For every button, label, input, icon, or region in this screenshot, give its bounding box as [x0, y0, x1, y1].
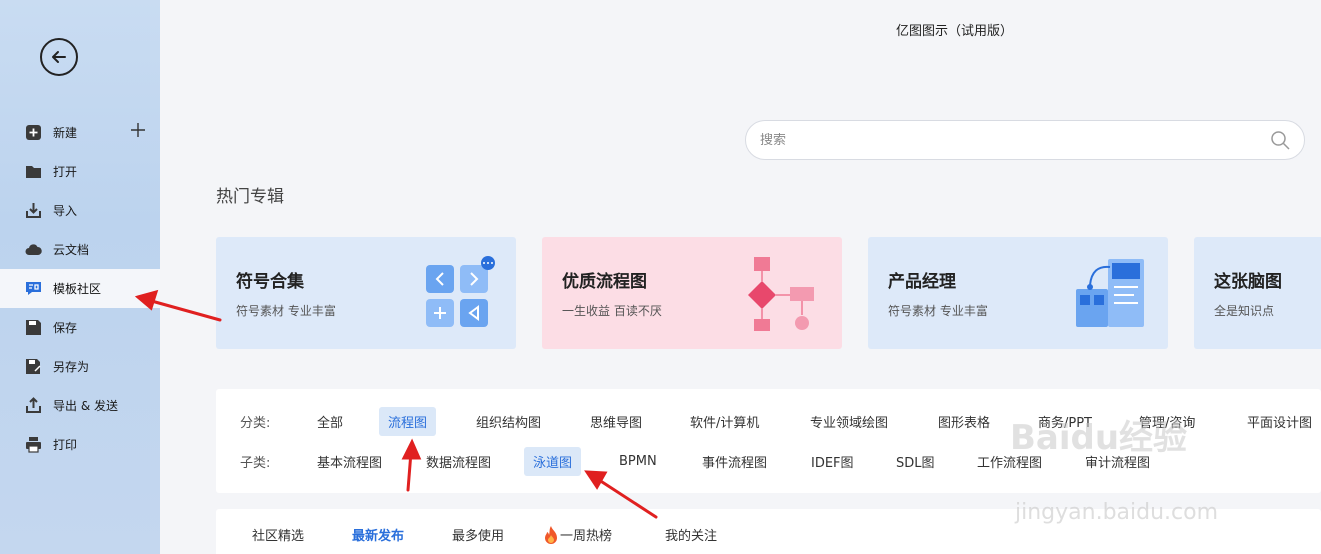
subcategory-label: 子类:: [240, 455, 271, 471]
search-box[interactable]: [745, 120, 1305, 160]
sidebar-item-label: 保存: [53, 321, 78, 335]
subcategory-bpmn[interactable]: BPMN: [619, 453, 657, 469]
baidu-watermark-url: jingyan.baidu.com: [1015, 500, 1219, 525]
flowchart-illustration-icon: [748, 257, 814, 331]
main-panel: 亿图图示（试用版） 热门专辑 符号合集 符号素材 专业丰富 优质流程图 一生收益…: [160, 0, 1321, 554]
folder-icon: [25, 163, 42, 180]
category-org-chart[interactable]: 组织结构图: [476, 415, 542, 431]
sidebar-item-label: 模板社区: [53, 282, 102, 296]
sidebar: 新建 打开 导入 云文档 模板社区: [0, 0, 160, 554]
baidu-watermark: Baidu经验: [1010, 418, 1188, 458]
category-graphic-design[interactable]: 平面设计图: [1247, 415, 1313, 431]
cloud-icon: [25, 241, 42, 258]
album-card-subtitle: 全是知识点: [1214, 304, 1275, 318]
album-card-flowchart[interactable]: 优质流程图 一生收益 百读不厌: [542, 237, 842, 349]
sidebar-item-open[interactable]: 打开: [0, 152, 160, 191]
import-icon: [25, 202, 42, 219]
sidebar-item-save[interactable]: 保存: [0, 308, 160, 347]
album-card-title: 产品经理: [888, 272, 956, 292]
album-card-subtitle: 符号素材 专业丰富: [236, 304, 336, 318]
tab-label: 一周热榜: [560, 529, 613, 544]
category-software[interactable]: 软件/计算机: [690, 415, 760, 431]
category-graphics-table[interactable]: 图形表格: [938, 415, 991, 431]
sidebar-item-label: 导出 & 发送: [53, 399, 118, 413]
hot-albums-title: 热门专辑: [216, 187, 284, 207]
symbols-illustration-icon: [426, 256, 495, 327]
category-professional[interactable]: 专业领域绘图: [810, 415, 889, 431]
search-icon[interactable]: [1270, 130, 1290, 150]
community-tabs: 社区精选 最新发布 最多使用 一周热榜 我的关注: [216, 509, 1321, 554]
sidebar-item-cloud[interactable]: 云文档: [0, 230, 160, 269]
sidebar-item-export-send[interactable]: 导出 & 发送: [0, 386, 160, 425]
album-card-subtitle: 符号素材 专业丰富: [888, 304, 988, 318]
album-card-title: 符号合集: [236, 272, 304, 292]
category-business-ppt[interactable]: 商务/PPT: [1038, 415, 1092, 431]
tab-weekly-hot[interactable]: 一周热榜: [542, 525, 612, 545]
subcategory-basic-flowchart[interactable]: 基本流程图: [317, 455, 383, 471]
category-management[interactable]: 管理/咨询: [1139, 415, 1196, 431]
sidebar-item-label: 打开: [53, 165, 78, 179]
sidebar-item-template-community[interactable]: 模板社区: [0, 269, 160, 308]
subcategory-event-flow[interactable]: 事件流程图: [702, 455, 768, 471]
sidebar-item-label: 打印: [53, 438, 78, 452]
subcategory-workflow[interactable]: 工作流程图: [977, 455, 1043, 471]
subcategory-sdl[interactable]: SDL图: [896, 455, 935, 471]
community-icon: [25, 280, 42, 297]
sidebar-item-label: 导入: [53, 204, 78, 218]
album-card-subtitle: 一生收益 百读不厌: [562, 304, 662, 318]
subcategory-data-flow[interactable]: 数据流程图: [426, 455, 492, 471]
album-card-product-manager[interactable]: 产品经理 符号素材 专业丰富: [868, 237, 1168, 349]
sidebar-item-new[interactable]: 新建: [0, 113, 160, 152]
hot-albums-carousel: 符号合集 符号素材 专业丰富 优质流程图 一生收益 百读不厌: [216, 237, 1321, 349]
tab-featured[interactable]: 社区精选: [252, 529, 305, 544]
arrow-left-icon: [52, 51, 66, 63]
tab-most-used[interactable]: 最多使用: [452, 529, 505, 544]
subcategory-audit-flow[interactable]: 审计流程图: [1085, 455, 1151, 471]
category-filter: 分类: 全部 流程图 组织结构图 思维导图 软件/计算机 专业领域绘图 图形表格…: [216, 389, 1321, 493]
album-card-title: 优质流程图: [562, 272, 647, 292]
subcategory-swimlane[interactable]: 泳道图: [524, 446, 582, 476]
app-title: 亿图图示（试用版）: [896, 24, 1014, 39]
print-icon: [25, 436, 42, 453]
sidebar-item-label: 云文档: [53, 243, 90, 257]
fire-icon: [545, 526, 557, 544]
category-label: 分类:: [240, 415, 271, 431]
sidebar-item-save-as[interactable]: 另存为: [0, 347, 160, 386]
album-card-symbols[interactable]: 符号合集 符号素材 专业丰富: [216, 237, 516, 349]
tab-latest[interactable]: 最新发布: [352, 529, 405, 544]
sidebar-item-import[interactable]: 导入: [0, 191, 160, 230]
category-all[interactable]: 全部: [317, 415, 344, 431]
search-input[interactable]: [760, 132, 1270, 148]
subcategory-idef[interactable]: IDEF图: [811, 455, 854, 471]
sidebar-item-print[interactable]: 打印: [0, 425, 160, 464]
add-icon[interactable]: [130, 122, 146, 138]
save-icon: [25, 319, 42, 336]
tab-following[interactable]: 我的关注: [665, 529, 718, 544]
sidebar-menu: 新建 打开 导入 云文档 模板社区: [0, 113, 160, 464]
product-illustration-icon: [1076, 259, 1144, 327]
back-button[interactable]: [40, 38, 78, 76]
category-flowchart[interactable]: 流程图: [379, 406, 437, 436]
save-as-icon: [25, 358, 42, 375]
album-card-mindmap[interactable]: 这张脑图 全是知识点: [1194, 237, 1321, 349]
export-icon: [25, 397, 42, 414]
sidebar-item-label: 新建: [53, 126, 78, 140]
category-mind-map[interactable]: 思维导图: [590, 415, 643, 431]
sidebar-item-label: 另存为: [53, 360, 90, 374]
plus-square-icon: [25, 124, 42, 141]
album-card-title: 这张脑图: [1214, 272, 1282, 292]
